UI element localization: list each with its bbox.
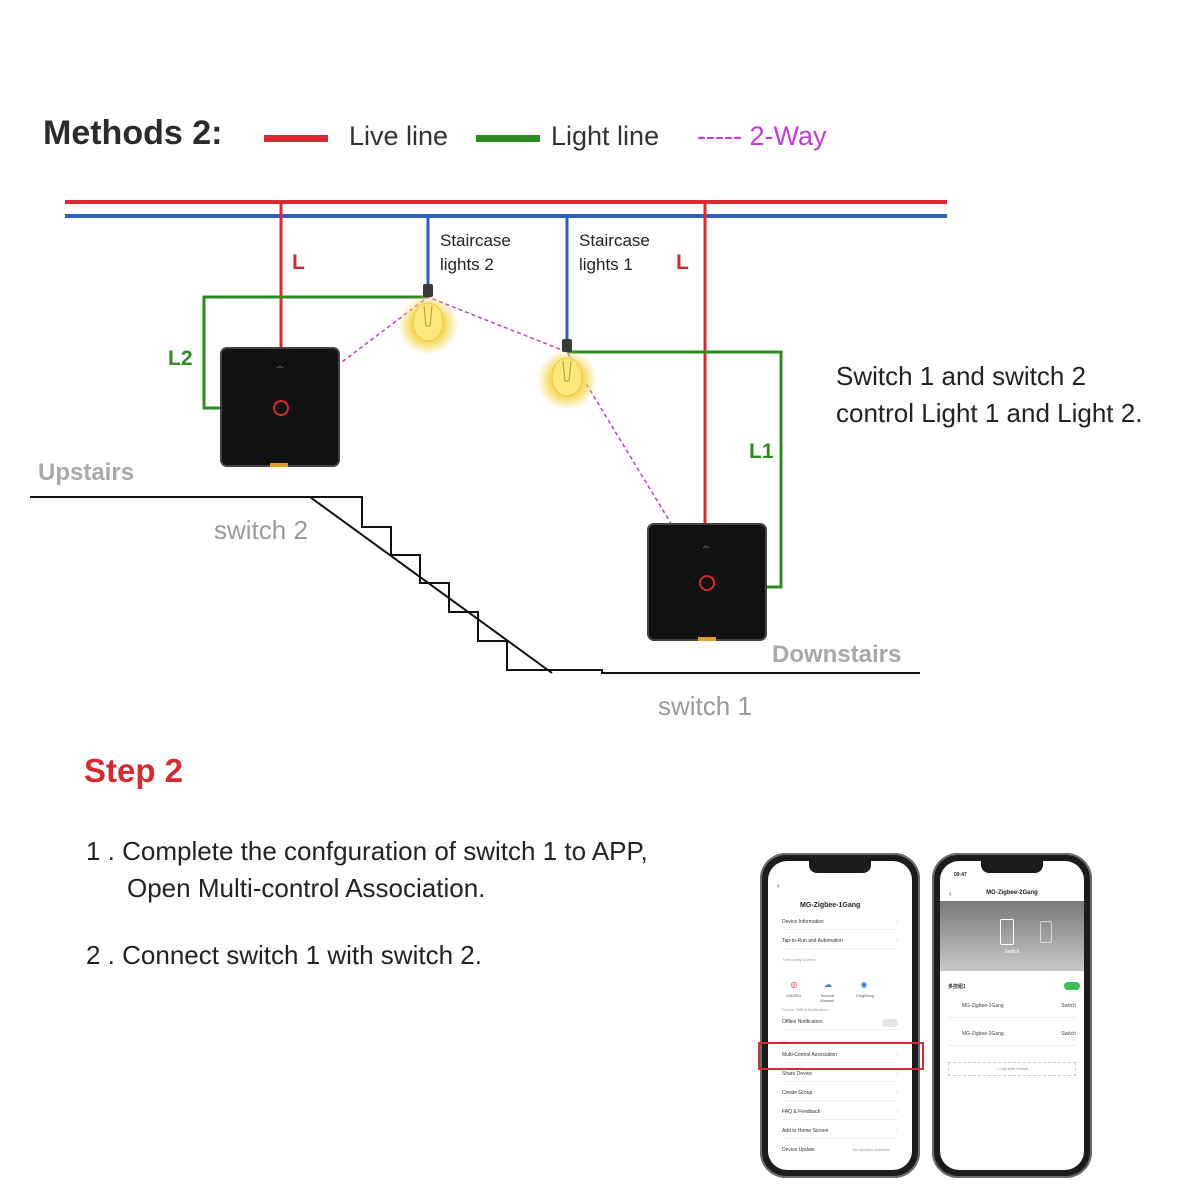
back-arrow-icon[interactable]: ‹ bbox=[777, 881, 780, 890]
two-way-dash: ----- bbox=[697, 121, 742, 151]
phone-1: ‹ MG-Zigbee-1Gang Device Information › Ta… bbox=[760, 853, 920, 1178]
phone-2-device-name: MG-Zigbee-2Gang bbox=[986, 890, 1038, 896]
light-line-swatch bbox=[476, 135, 540, 142]
link-label: Link with Switch bbox=[999, 1066, 1028, 1071]
step-title: Step 2 bbox=[84, 752, 184, 789]
menu-label: Device Update bbox=[782, 1147, 815, 1153]
staircase bbox=[30, 496, 920, 674]
update-status: No updates available bbox=[852, 1147, 890, 1152]
menu-faq-feedback[interactable]: FAQ & Feedback › bbox=[782, 1109, 898, 1120]
lamp-1-icon bbox=[537, 339, 597, 410]
linked-device-row[interactable]: MG-Zigbee-1Gang Switch bbox=[948, 1003, 1076, 1018]
xiaodu-label: XIAODU bbox=[786, 993, 802, 998]
linked-device-name: MG-Zigbee-1Gang bbox=[962, 1003, 1004, 1009]
live-label-left: L bbox=[292, 251, 305, 274]
linked-device-row[interactable]: MG-Zigbee-3Gang Switch bbox=[948, 1031, 1076, 1046]
multi-control-highlight bbox=[758, 1042, 924, 1070]
lamp-2-label-line2: lights 2 bbox=[440, 255, 494, 274]
step-item-1-line1: 1 . Complete the confguration of switch … bbox=[86, 836, 648, 866]
menu-label: Share Device bbox=[782, 1071, 813, 1077]
chevron-right-icon: › bbox=[896, 1071, 898, 1077]
dingdong-label: DingDong bbox=[856, 993, 874, 998]
phone-2-screen: 09:47 ‹ MG-Zigbee-2Gang Switch 多控组1 MG-Z… bbox=[940, 861, 1084, 1170]
downstairs-label: Downstairs bbox=[772, 641, 902, 668]
offline-toggle[interactable] bbox=[882, 1019, 898, 1027]
menu-device-update[interactable]: Device Update No updates available bbox=[782, 1147, 898, 1157]
menu-add-home-screen[interactable]: Add to Home Screen › bbox=[782, 1128, 898, 1139]
description-line1: Switch 1 and switch 2 bbox=[836, 361, 1087, 391]
chevron-right-icon: › bbox=[896, 1090, 898, 1096]
two-way-legend: ----- 2-Way bbox=[697, 121, 827, 152]
menu-label: Tap-to-Run and Automation bbox=[782, 938, 843, 944]
linked-device-type: Switch bbox=[1061, 1003, 1076, 1009]
phone-1-device-name: MG-Zigbee-1Gang bbox=[800, 902, 861, 909]
lamp-2-label: Staircase lights 2 bbox=[440, 229, 511, 277]
menu-device-information[interactable]: Device Information › bbox=[782, 919, 898, 930]
switch-icon-secondary[interactable] bbox=[1040, 921, 1052, 943]
page-title: Methods 2: bbox=[43, 114, 223, 152]
group-toggle[interactable] bbox=[1064, 982, 1080, 990]
menu-offline-notification[interactable]: Offline Notification bbox=[782, 1019, 898, 1030]
chevron-right-icon: › bbox=[896, 938, 898, 944]
link-with-switch-button[interactable]: + Link with Switch bbox=[948, 1062, 1076, 1076]
switch-icon[interactable] bbox=[1000, 919, 1014, 945]
lamp-1-label: Staircase lights 1 bbox=[579, 229, 650, 277]
dingdong-icon[interactable]: ◉ bbox=[860, 980, 868, 989]
menu-label: Multi-Control Association bbox=[782, 1052, 838, 1058]
xiaodu-icon[interactable]: ◎ bbox=[790, 980, 798, 989]
switch-2-label: switch 2 bbox=[214, 515, 308, 545]
menu-label: FAQ & Feedback bbox=[782, 1109, 821, 1115]
menu-label: Add to Home Screen bbox=[782, 1128, 829, 1134]
switch-preview-area: Switch bbox=[940, 901, 1084, 971]
menu-create-group[interactable]: Create Group › bbox=[782, 1090, 898, 1101]
menu-label: Device Information bbox=[782, 919, 824, 925]
two-way-line bbox=[280, 296, 708, 584]
chevron-right-icon: › bbox=[896, 1128, 898, 1134]
lamp-1-label-line1: Staircase bbox=[579, 231, 650, 250]
phone-2: 09:47 ‹ MG-Zigbee-2Gang Switch 多控组1 MG-Z… bbox=[932, 853, 1092, 1178]
chevron-right-icon: › bbox=[896, 1109, 898, 1115]
light-label-l2: L2 bbox=[168, 347, 193, 370]
lamp-2-label-line1: Staircase bbox=[440, 231, 511, 250]
lamp-1-label-line2: lights 1 bbox=[579, 255, 633, 274]
group-name: 多控组1 bbox=[948, 984, 966, 990]
live-line-legend: Live line bbox=[349, 121, 449, 151]
switch-2-panel bbox=[220, 347, 340, 467]
phone-notch bbox=[981, 861, 1043, 873]
menu-label: Create Group bbox=[782, 1090, 813, 1096]
phone-notch bbox=[809, 861, 871, 873]
status-time: 09:47 bbox=[954, 872, 967, 878]
lamp-2-icon bbox=[398, 284, 458, 355]
live-line-swatch bbox=[264, 135, 328, 142]
menu-multi-control-association[interactable]: Multi-Control Association › bbox=[782, 1052, 898, 1063]
step-item-2: 2 . Connect switch 1 with switch 2. bbox=[86, 940, 482, 970]
tencent-icon[interactable]: ☁ bbox=[824, 980, 832, 989]
linked-device-type: Switch bbox=[1061, 1031, 1076, 1037]
tencent-label: Tencent Xiaowei bbox=[820, 993, 835, 1003]
light-line-legend: Light line bbox=[551, 121, 660, 151]
phone-1-screen: ‹ MG-Zigbee-1Gang Device Information › Ta… bbox=[768, 861, 912, 1170]
two-way-label: 2-Way bbox=[749, 121, 827, 151]
step-item-1-line2: Open Multi-control Association. bbox=[127, 873, 486, 903]
light-label-l1: L1 bbox=[749, 440, 774, 463]
live-label-right: L bbox=[676, 251, 689, 274]
chevron-right-icon: › bbox=[896, 1052, 898, 1058]
back-arrow-icon[interactable]: ‹ bbox=[949, 889, 952, 898]
switch-caption: Switch bbox=[1004, 949, 1020, 955]
switch-1-panel bbox=[647, 523, 767, 641]
switch-1-label: switch 1 bbox=[658, 691, 752, 721]
description-line2: control Light 1 and Light 2. bbox=[836, 398, 1143, 428]
description: Switch 1 and switch 2 control Light 1 an… bbox=[836, 358, 1142, 432]
section-third-party: Third-party Control bbox=[782, 957, 816, 962]
section-offline: Device Offline Notification bbox=[782, 1007, 828, 1012]
menu-share-device[interactable]: Share Device › bbox=[782, 1071, 898, 1082]
linked-device-name: MG-Zigbee-3Gang bbox=[962, 1031, 1004, 1037]
menu-label: Offline Notification bbox=[782, 1019, 823, 1025]
step-item-1: 1 . Complete the confguration of switch … bbox=[86, 833, 648, 907]
menu-tap-to-run[interactable]: Tap-to-Run and Automation › bbox=[782, 938, 898, 949]
chevron-right-icon: › bbox=[896, 919, 898, 925]
upstairs-label: Upstairs bbox=[38, 459, 135, 486]
